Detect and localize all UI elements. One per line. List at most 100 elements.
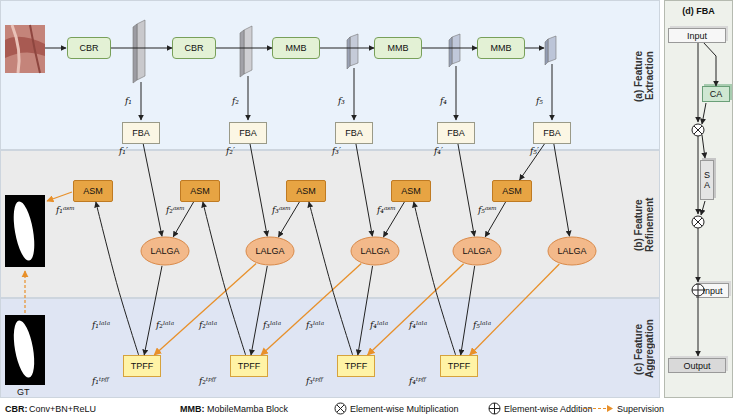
flow-arrow [461,266,475,355]
attention-box: SA [700,160,714,200]
conv-block: CBR [67,37,111,59]
module-label: TPFF [448,361,471,371]
module-label: LALGA [462,246,491,256]
feature-label: f₅ [536,96,543,106]
asm-module: ASM [492,180,532,202]
feature-label: f₄′ [434,146,443,156]
lalga-module: LALGA [245,236,295,266]
stage-band: (a) Feature ExtractionCBRCBRMMBMMBMMBFBA… [0,0,660,150]
feature-label: f₂ᵃˢᵐ [166,205,185,215]
abbreviation-note: CBR: [5,404,28,414]
module-label: LALGA [255,246,284,256]
feature-label: f₁ᵗᵖᶠᶠ [92,376,109,386]
module-label: LALGA [360,246,389,256]
flow-arrow [470,264,559,355]
flow-arrow [143,144,162,236]
mamba-block: MMB [477,37,525,59]
flow-arrow [154,263,256,355]
module-label: FBA [239,128,257,138]
flow-arrow [414,202,456,355]
feature-label: f₅ˡᵃˡᵃ [473,320,491,330]
flow-arrow [203,202,246,355]
flow-arrow [704,43,716,86]
module-label: ASM [502,186,522,196]
feature-label: f₂ˡᵃˡᵃ [156,320,174,330]
module-label: LALGA [150,246,179,256]
asm-module: ASM [391,180,431,202]
flow-arrow [250,144,267,236]
flow-arrow [96,202,139,355]
module-label: FBA [543,128,561,138]
feature-label: f₃ˡᵃˡᵃ [263,320,281,330]
asm-module: ASM [180,180,220,202]
feature-label: f₃ [338,96,345,106]
module-label: FBA [447,128,465,138]
feature-label: f₄ᵗᵖᶠᶠ [409,376,426,386]
panel-title: (d) FBA [665,6,732,16]
lalga-module: LALGA [452,236,502,266]
stage-band: (b) Feature Refinement ASM ASM ASM ASM ASM LAL… [0,150,660,298]
feature-label: f₅′ [530,146,539,156]
asm-module: ASM [73,180,113,202]
fba-module: FBA [229,122,267,144]
image-label: GT [17,387,30,397]
attention-box: CA [702,86,730,102]
conv-block: CBR [172,37,216,59]
lalga-module: LALGA [547,236,597,266]
feature-label: f₁′ [119,146,128,156]
output-box: Output [668,358,726,373]
module-label: TPFF [131,361,154,371]
feature-label: f₃′ [332,146,341,156]
band-title: (c) Feature Aggregation [633,314,655,384]
feature-label: f₃ˡᵃˡᵃ [306,320,324,330]
legend-text: Supervision [617,404,664,414]
flow-arrow [216,48,272,49]
module-label: MMB [491,43,512,53]
feature-label: f₄ˡᵃˡᵃ [409,320,427,330]
legend-symbol [488,402,501,415]
module-label: Output [683,361,710,371]
module-label: SA [704,170,711,190]
flow-arrow [144,266,162,355]
module-label: LALGA [557,246,586,256]
legend-symbol [582,402,614,415]
flow-arrow [173,202,193,237]
legend-item: Supervision [582,402,664,415]
flow-arrow [278,202,299,237]
mamba-block: MMB [374,37,422,59]
abbreviation-note: MobileMamba Block [207,404,288,414]
feature-label: f₃ᵗᵖᶠᶠ [306,376,323,386]
band-title: (b) Feature Refinement [633,190,655,260]
feature-label: f₂ [232,96,239,106]
fba-module: FBA [335,122,373,144]
tpff-module: TPFF [337,355,375,377]
flow-arrow [520,144,545,180]
flow-arrow [485,202,505,237]
flow-arrow [383,202,404,237]
tpff-module: TPFF [440,355,478,377]
flow-arrow [111,48,172,49]
abbreviation-note: Conv+BN+ReLU [29,404,96,414]
feature-label: f₄ [440,96,447,106]
feature-label: f₂ᵗᵖᶠᶠ [199,376,216,386]
flow-arrow [422,48,477,49]
asm-module: ASM [286,180,326,202]
module-label: FBA [132,128,150,138]
fba-module: FBA [437,122,475,144]
legend-text: Element-wise Multiplication [350,404,459,414]
flow-arrow [251,266,267,355]
feature-label: f₁ [125,96,132,106]
module-label: Input [702,286,722,296]
feature-label: f₅ᵃˢᵐ [478,205,497,215]
module-label: ASM [401,186,421,196]
legend-symbol [334,402,347,415]
flow-arrow [358,266,373,355]
flow-arrow [261,264,361,355]
legend-text: Element-wise Addition [504,404,593,414]
band-title: (a) Feature Extraction [633,41,655,111]
module-label: Input [687,31,707,41]
module-label: ASM [83,186,103,196]
feature-label: f₁ˡᵃˡᵃ [92,320,110,330]
input-box: Input [668,28,726,43]
flow-arrow [356,144,372,236]
